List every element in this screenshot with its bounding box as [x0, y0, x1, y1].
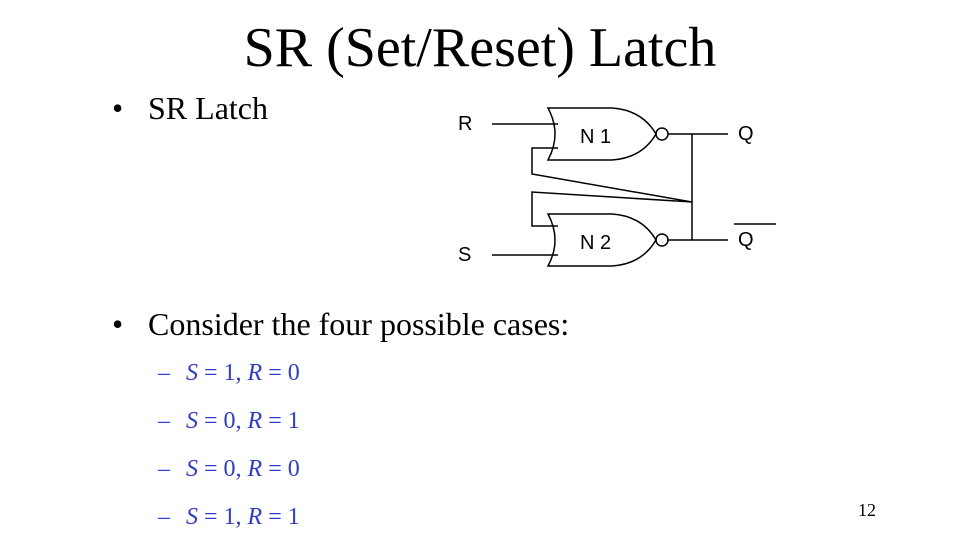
gate-n1-label: N 1: [580, 126, 611, 148]
case-r-value: = 1: [262, 408, 300, 434]
bullet-text: Consider the four possible cases:: [148, 306, 570, 342]
r-input-label: R: [458, 113, 472, 135]
bullet-sr-latch: • SR Latch: [112, 88, 268, 128]
case-r-variable: R: [247, 456, 263, 482]
case-r-value: = 0: [262, 456, 300, 482]
case-item: –S = 1, R = 0: [158, 355, 300, 403]
nor-gate-n2-inversion-bubble: [655, 233, 669, 247]
case-item: –S = 0, R = 1: [158, 403, 300, 451]
case-r-value: = 0: [262, 360, 300, 386]
case-dash: –: [158, 456, 170, 482]
case-s-variable: S: [186, 408, 198, 434]
nor-gate-n1-inversion-bubble: [655, 127, 669, 141]
case-dash: –: [158, 360, 170, 386]
feedback-wire-q-to-n2: [531, 134, 693, 227]
gate-n2-label: N 2: [580, 232, 611, 254]
bullet-marker: •: [112, 306, 124, 342]
nor-gate-n1-body: [546, 107, 657, 161]
case-item: –S = 1, R = 1: [158, 499, 300, 547]
page-number: 12: [858, 500, 876, 520]
bullet-marker: •: [112, 90, 124, 126]
case-s-variable: S: [186, 504, 198, 530]
case-s-value: = 0,: [198, 456, 248, 482]
bullet-four-cases: • Consider the four possible cases:: [112, 304, 569, 344]
case-s-variable: S: [186, 456, 198, 482]
q-output-label: Q: [738, 123, 754, 145]
case-r-variable: R: [247, 360, 263, 386]
case-r-value: = 1: [262, 504, 300, 530]
bullet-text: SR Latch: [148, 90, 268, 126]
case-r-variable: R: [247, 408, 263, 434]
case-dash: –: [158, 408, 170, 434]
case-s-value: = 0,: [198, 408, 248, 434]
sr-latch-circuit-diagram: R S N 1 N 2 Q Q: [458, 107, 776, 267]
case-r-variable: R: [247, 504, 263, 530]
case-item: –S = 0, R = 0: [158, 451, 300, 499]
case-dash: –: [158, 504, 170, 530]
s-input-label: S: [458, 244, 471, 266]
case-s-value: = 1,: [198, 360, 248, 386]
cases-list: –S = 1, R = 0 –S = 0, R = 1 –S = 0, R = …: [158, 355, 300, 547]
feedback-wire-qbar-to-n1: [531, 147, 693, 240]
case-s-value: = 1,: [198, 504, 248, 530]
nor-gate-n2-body: [546, 213, 657, 267]
case-s-variable: S: [186, 360, 198, 386]
q-bar-output-label: Q: [738, 229, 754, 251]
slide-title: SR (Set/Reset) Latch: [243, 17, 717, 79]
